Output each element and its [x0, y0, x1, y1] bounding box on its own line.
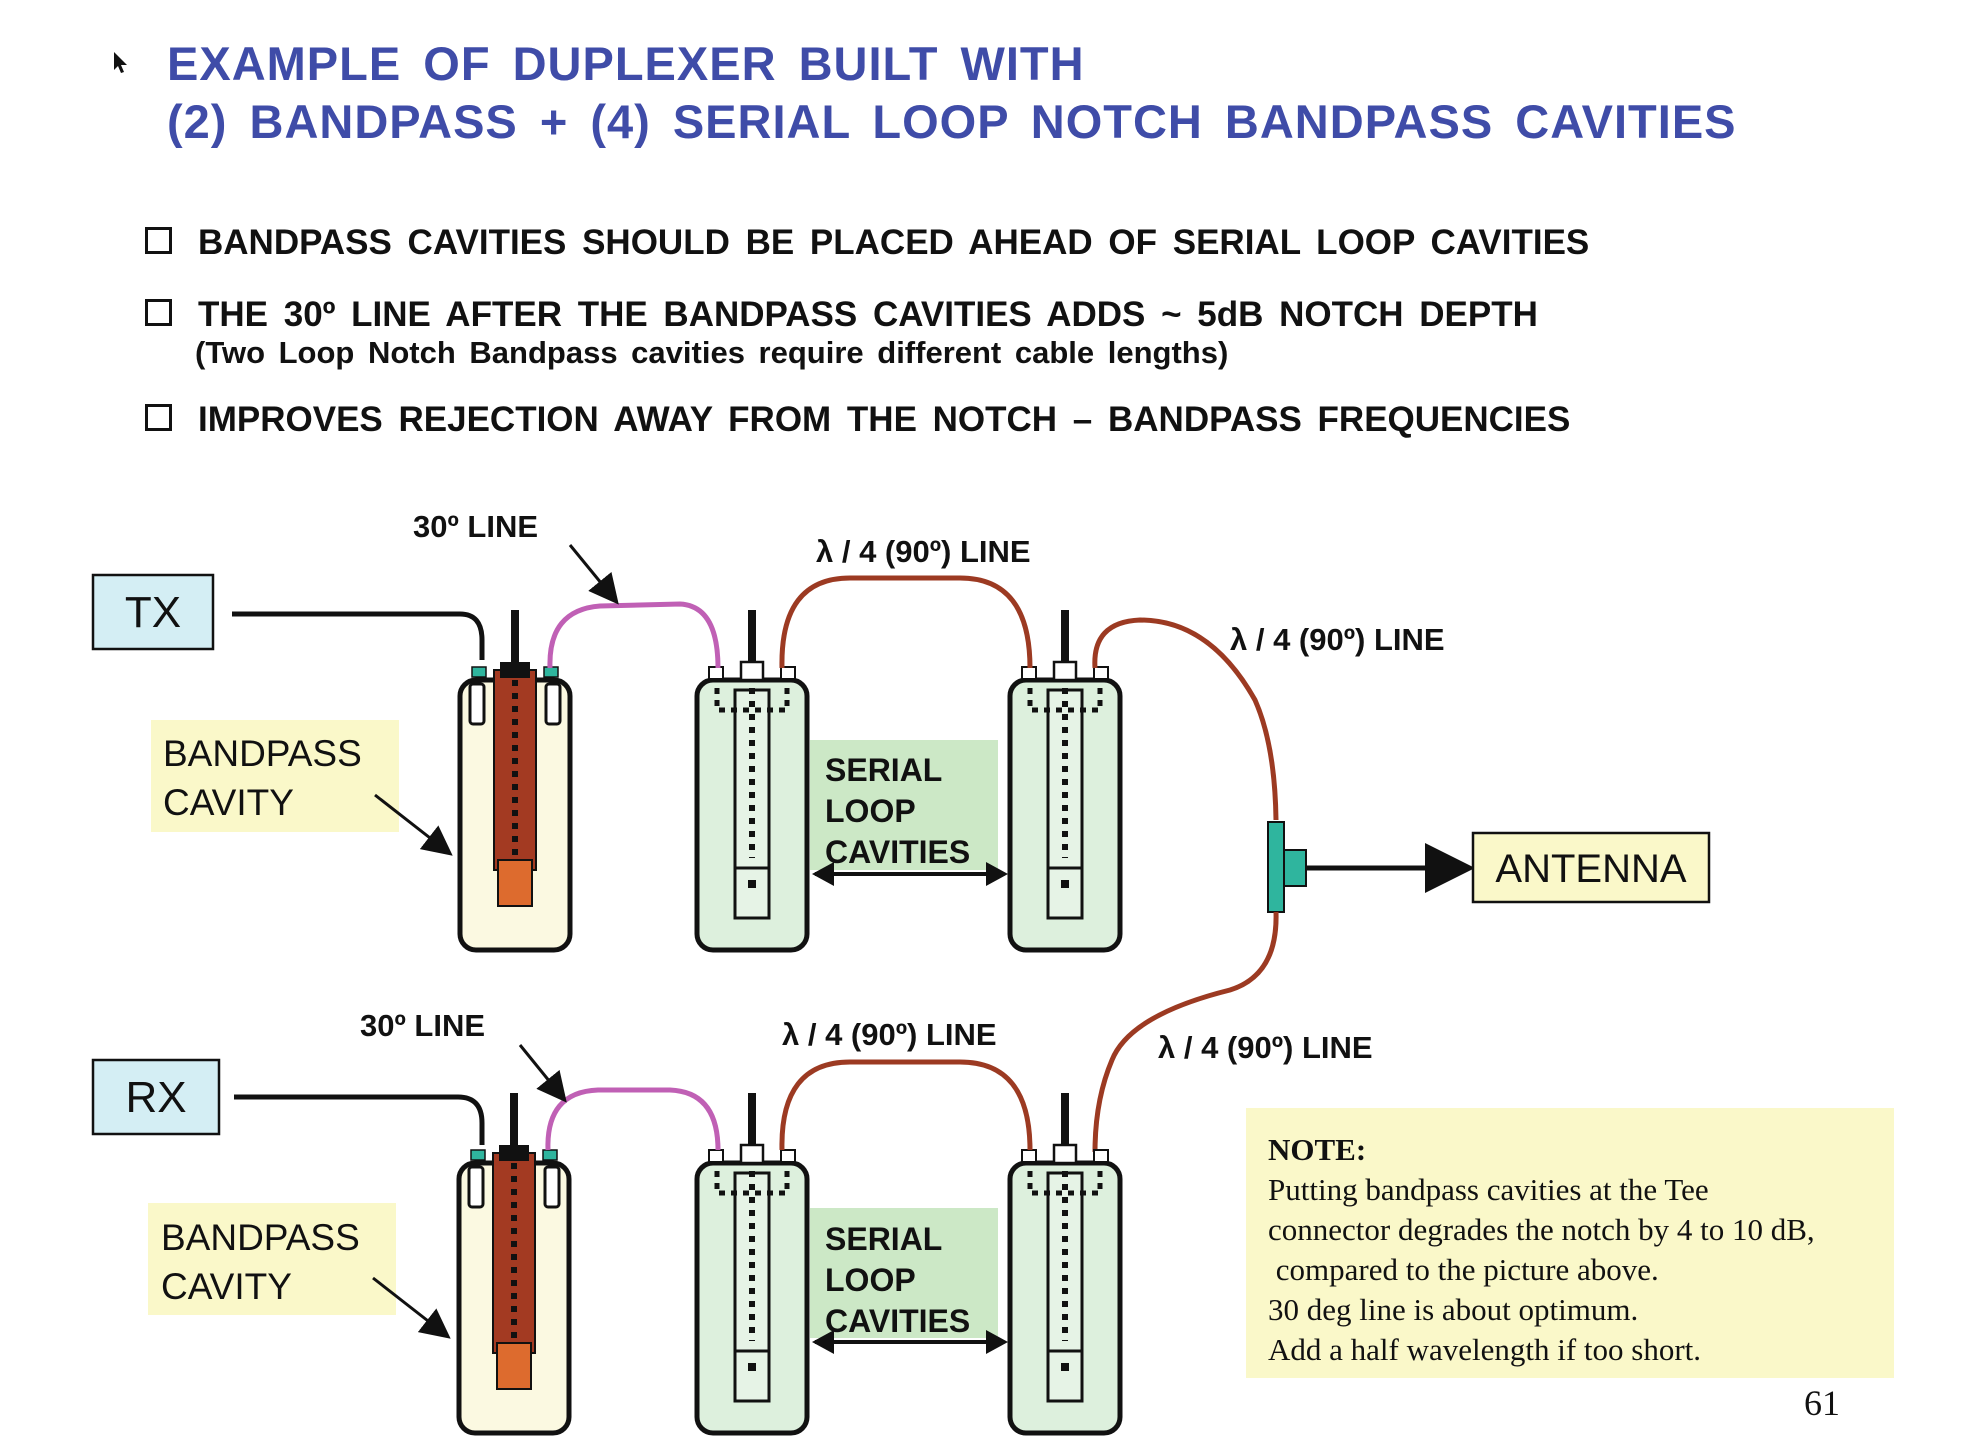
serial-cavity-bottom-2 — [1010, 1093, 1120, 1433]
checkbox-bullet-icon — [145, 299, 172, 326]
line-30-arrow-top — [568, 544, 619, 605]
note-line-4: 30 deg line is about optimum. — [1268, 1292, 1639, 1327]
checkbox-bullet-icon — [145, 227, 172, 254]
bandpass-arrow-top — [374, 793, 453, 856]
page-title-line-2: (2) BANDPASS + (4) SERIAL LOOP NOTCH BAN… — [167, 95, 1737, 148]
serial-label-box-bottom — [810, 1208, 998, 1338]
bandpass-label-box-top — [151, 720, 399, 832]
tee-connector — [1267, 821, 1285, 913]
bullet-subtext: (Two Loop Notch Bandpass cavities requir… — [195, 335, 1229, 370]
serial-cavity-top-2 — [1010, 610, 1120, 950]
bandpass-label-top-2: CAVITY — [163, 782, 294, 823]
note-line-2: connector degrades the notch by 4 to 10 … — [1268, 1212, 1815, 1247]
bandpass-cavity-top — [460, 610, 570, 950]
bullet-text-2: THE 30º LINE AFTER THE BANDPASS CAVITIES… — [198, 295, 1538, 334]
antenna-label: ANTENNA — [1495, 847, 1686, 891]
page-number: 61 — [1804, 1383, 1840, 1423]
quarter-line-tee-bottom — [1092, 911, 1279, 1153]
serial-label-bottom-2: LOOP — [825, 1262, 916, 1298]
tx-box — [91, 573, 215, 651]
page-title-line-1: EXAMPLE OF DUPLEXER BUILT WITH — [167, 37, 1085, 90]
quarter-line-label-bottom-mid: λ / 4 (90º) LINE — [782, 1017, 997, 1052]
mouse-pointer-icon — [114, 52, 127, 73]
quarter-line-top-tee — [1092, 617, 1279, 821]
tx-label: TX — [125, 588, 181, 637]
note-line-3: compared to the picture above. — [1268, 1252, 1659, 1287]
bandpass-cavity-bottom — [459, 1093, 569, 1433]
serial-cavity-bottom-1 — [697, 1093, 807, 1433]
antenna-box — [1471, 831, 1711, 904]
serial-label-top-2: LOOP — [825, 793, 916, 829]
serial-label-top-1: SERIAL — [825, 752, 942, 788]
serial-cavity-top-1 — [697, 610, 807, 950]
note-heading: NOTE: — [1268, 1132, 1367, 1167]
bandpass-label-bottom-2: CAVITY — [161, 1266, 292, 1307]
quarter-line-label-top-tee: λ / 4 (90º) LINE — [1230, 622, 1445, 657]
line-30-bottom — [545, 1087, 721, 1151]
bandpass-label-bottom-1: BANDPASS — [161, 1217, 360, 1258]
quarter-line-label-top-mid: λ / 4 (90º) LINE — [816, 534, 1031, 569]
checkbox-bullet-icon — [145, 404, 172, 431]
tx-cable — [232, 611, 485, 660]
rx-cable — [234, 1094, 485, 1145]
serial-label-bottom-1: SERIAL — [825, 1221, 942, 1257]
bandpass-label-top-1: BANDPASS — [163, 733, 362, 774]
serial-label-top-3: CAVITIES — [825, 834, 970, 870]
bullet-text-1: BANDPASS CAVITIES SHOULD BE PLACED AHEAD… — [198, 223, 1590, 262]
quarter-line-label-tee-bottom: λ / 4 (90º) LINE — [1158, 1030, 1373, 1065]
note-line-5: Add a half wavelength if too short. — [1268, 1332, 1702, 1367]
line-30-arrow-bottom — [518, 1044, 567, 1103]
serial-label-box-top — [810, 740, 998, 870]
quarter-line-top-mid — [779, 575, 1033, 669]
note-box: NOTE: Putting bandpass cavities at the T… — [1246, 1108, 1894, 1378]
note-line-1: Putting bandpass cavities at the Tee — [1268, 1172, 1709, 1207]
rx-box — [91, 1058, 221, 1136]
bandpass-arrow-bottom — [372, 1276, 451, 1339]
line-30-top — [547, 601, 721, 669]
bullet-text-3: IMPROVES REJECTION AWAY FROM THE NOTCH –… — [198, 400, 1571, 439]
line-30-label-top: 30º LINE — [413, 509, 538, 544]
quarter-line-bottom-mid — [779, 1059, 1033, 1151]
rx-label: RX — [125, 1073, 186, 1122]
bandpass-label-box-bottom — [148, 1203, 396, 1315]
line-30-label-bottom: 30º LINE — [360, 1008, 485, 1043]
serial-label-bottom-3: CAVITIES — [825, 1303, 970, 1339]
